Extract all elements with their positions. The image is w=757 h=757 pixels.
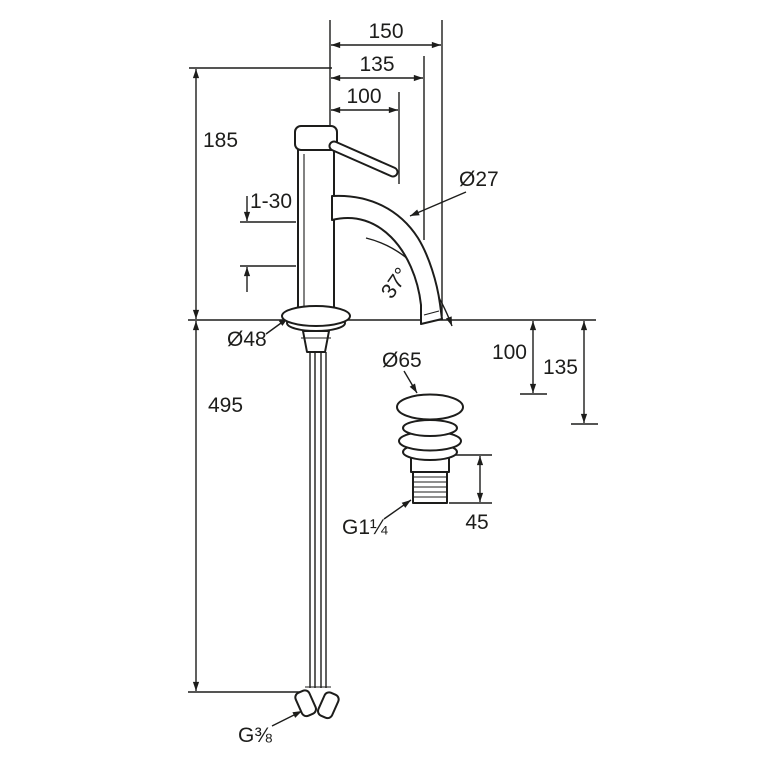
thread-label-waste: G1¼ [342, 516, 388, 539]
leader-waste-thread [383, 499, 412, 520]
dim-label-reach-100: 100 [346, 85, 381, 108]
dia-label-base: Ø48 [227, 328, 267, 351]
lever-handle [330, 142, 397, 176]
spout [331, 194, 443, 325]
leader-supply-thread [271, 710, 303, 727]
base-flange [281, 305, 351, 327]
faucet-drawing [281, 125, 443, 720]
waste-washer-upper [402, 419, 458, 437]
pop-up-waste-drawing [396, 393, 464, 504]
hose-fitting-right [317, 691, 340, 720]
dim-label-reach-150: 150 [368, 20, 403, 43]
mounting-nut [302, 330, 330, 353]
dim-label-waste-45: 45 [465, 511, 488, 534]
dimension-lines [192, 41, 588, 691]
dim-label-hose-495: 495 [208, 394, 243, 417]
dim-label-height-185: 185 [203, 129, 238, 152]
hose-fitting-left [294, 689, 317, 718]
dim-label-deck-range: 1-30 [250, 190, 292, 213]
leader-waste-diameter [403, 370, 418, 394]
waste-cap [396, 393, 464, 421]
faucet-cartridge-cap [294, 125, 338, 151]
faucet-body [297, 147, 335, 315]
dia-label-spout: Ø27 [459, 168, 499, 191]
extension-lines [188, 20, 598, 693]
dia-label-waste: Ø65 [382, 349, 422, 372]
dimension-labels: 150 135 100 185 1-30 Ø27 37° Ø48 Ø65 100… [203, 20, 578, 747]
angle-label-spout: 37° [377, 264, 414, 303]
dim-label-height-right-100: 100 [492, 341, 527, 364]
leader-spout-diameter [409, 191, 467, 217]
thread-label-supply: G⅜ [238, 724, 272, 747]
dim-label-reach-135: 135 [359, 53, 394, 76]
dim-label-height-right-135: 135 [543, 356, 578, 379]
aerator-line [423, 310, 440, 316]
